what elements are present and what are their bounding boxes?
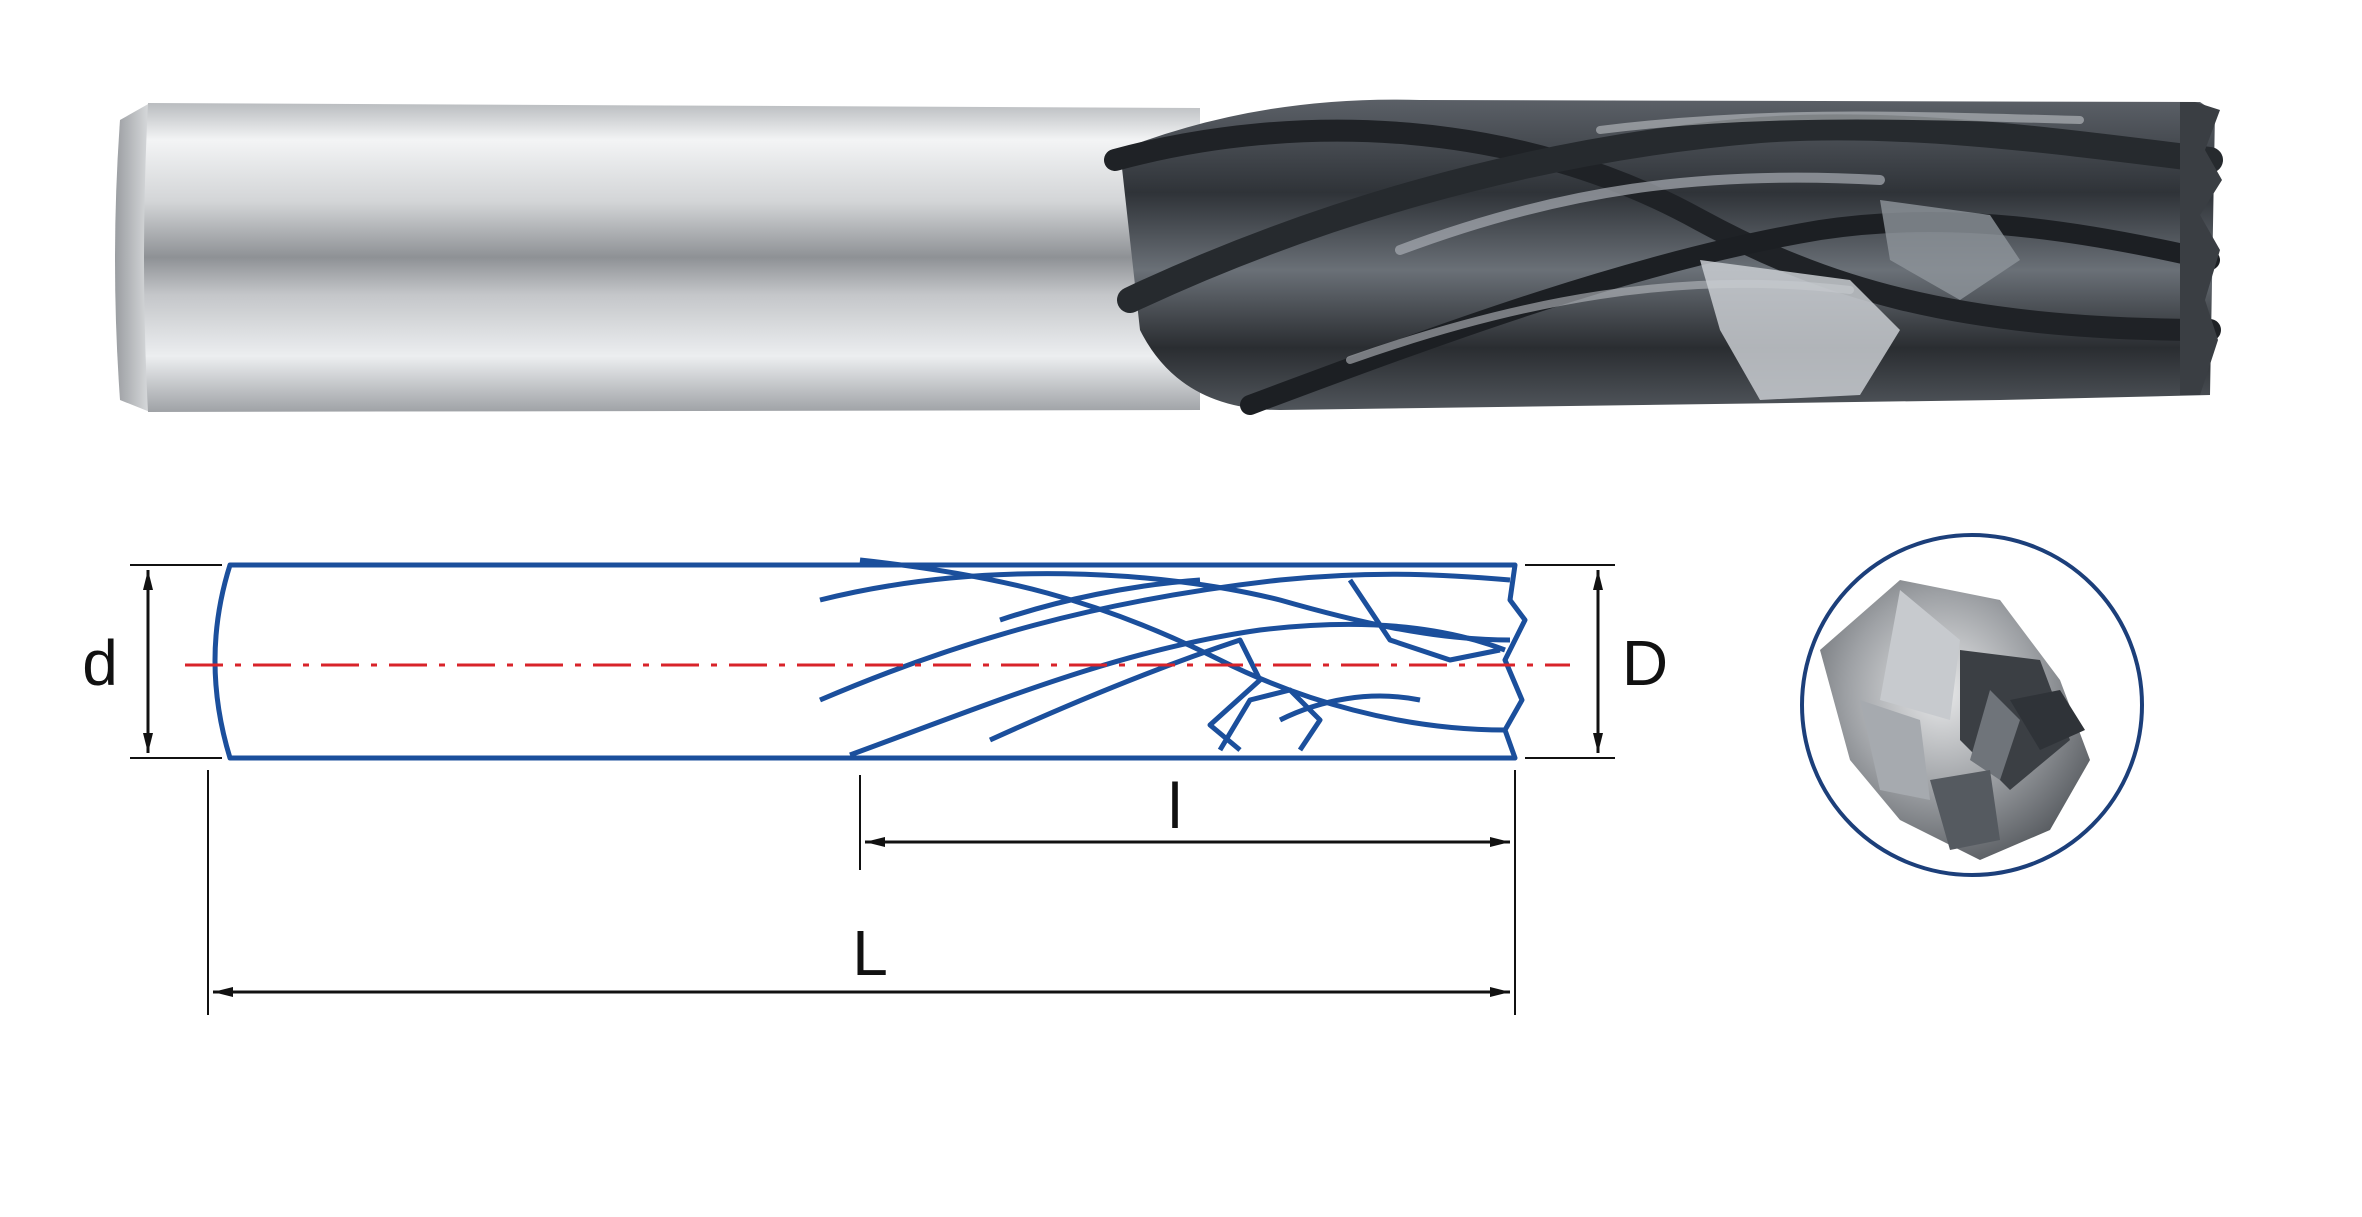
- technical-drawing: d D l L: [82, 557, 1668, 1015]
- chip-pocket: [1880, 200, 2020, 300]
- detail-circle-border: [1800, 533, 2144, 877]
- shank-body: [144, 103, 1200, 412]
- cutting-diameter-label: D: [1622, 627, 1668, 699]
- shank-end-chamfer: [115, 103, 150, 412]
- extension-lines: [130, 564, 1615, 1015]
- shank-outline: [212, 562, 1240, 761]
- tool-outline: [212, 557, 1528, 761]
- overall-length-label: L: [852, 917, 888, 989]
- dimension-lines: [143, 570, 1603, 997]
- tool-body-outline: [230, 562, 1528, 761]
- shank-diameter-label: d: [82, 627, 118, 699]
- cutting-tip: [2180, 102, 2222, 395]
- tip-detail-view: [1800, 533, 2144, 877]
- end-mill-photo: [115, 99, 2223, 415]
- cutting-length-label: l: [1168, 770, 1182, 842]
- chip-pocket: [1700, 260, 1900, 400]
- tip-detail-image: [1804, 537, 2140, 873]
- helical-flutes: [1104, 111, 2223, 415]
